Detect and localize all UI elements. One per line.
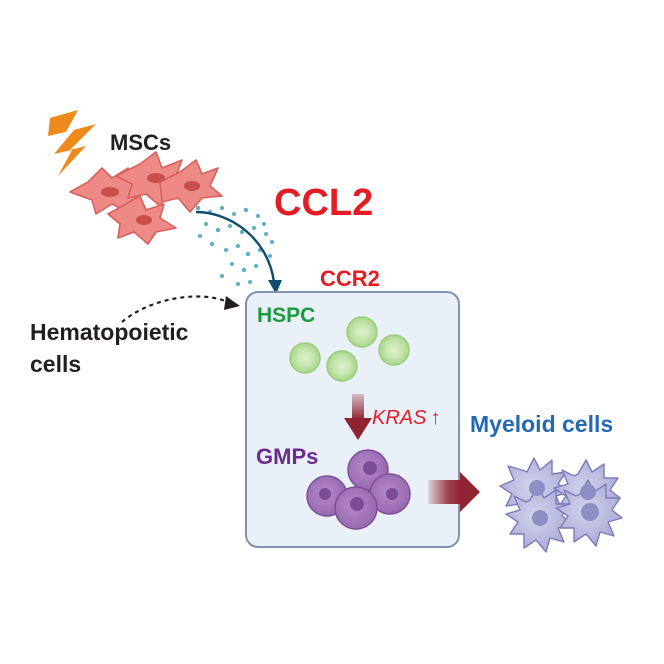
msc-nucleus (101, 187, 119, 197)
hematopoietic-label: Hematopoietic (30, 319, 189, 345)
hspc-label: HSPC (257, 304, 315, 327)
kras-label: KRAS↑ (372, 407, 440, 429)
hspc-cell-icon (378, 334, 410, 366)
msc-nucleus (136, 215, 152, 225)
kras-gene: KRAS (372, 407, 427, 429)
myeloid-nuclei (529, 480, 599, 526)
ccl2-dots (195, 205, 274, 286)
msc-nucleus (184, 181, 200, 191)
gmp-to-myeloid-arrow (428, 472, 480, 512)
msc-cells (69, 151, 223, 245)
ccr2-label: CCR2 (320, 266, 380, 291)
lightning-icon (48, 110, 96, 176)
myeloid-cells (499, 457, 623, 553)
hspc-cell-icon (289, 342, 321, 374)
ccl2-label: CCL2 (274, 182, 373, 224)
hspc-cell-icon (326, 350, 358, 382)
myeloid-label: Myeloid cells (470, 411, 613, 437)
hematopoietic-arrow (121, 295, 240, 323)
msc-nuclei (101, 173, 200, 225)
kras-up-arrow: ↑ (430, 407, 440, 429)
gmp-nuclei (319, 461, 398, 511)
gmps-label: GMPs (256, 444, 318, 469)
hspc-cell-icon (346, 316, 378, 348)
ccl2-arrow (195, 210, 282, 294)
msc-nucleus (147, 173, 165, 183)
cells-label: cells (30, 351, 81, 377)
mscs-label: MSCs (110, 130, 171, 155)
differentiation-arrow (344, 394, 372, 440)
hspc-cells (289, 316, 410, 382)
